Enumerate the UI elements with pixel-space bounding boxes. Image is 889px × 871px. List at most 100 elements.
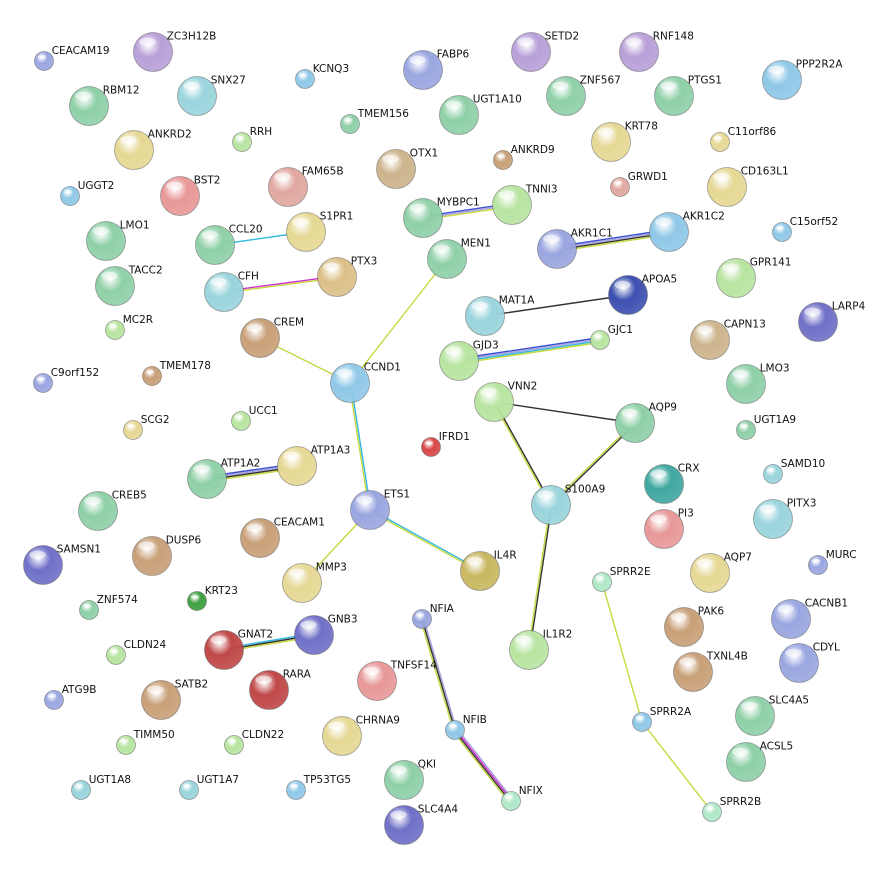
node-atp1a3[interactable]: ATP1A3: [277, 444, 351, 486]
node-sphere[interactable]: [179, 780, 199, 800]
node-ptx3[interactable]: PTX3: [317, 255, 378, 297]
node-sphere[interactable]: [224, 735, 244, 755]
node-sphere[interactable]: [295, 69, 315, 89]
node-sphere[interactable]: [445, 720, 465, 740]
node-sphere[interactable]: [33, 373, 53, 393]
node-aqp9[interactable]: AQP9: [615, 401, 677, 443]
node-sphere[interactable]: [34, 51, 54, 71]
node-creb5[interactable]: CREB5: [78, 489, 147, 531]
node-ppp2r2a[interactable]: PPP2R2A: [762, 58, 844, 100]
node-grwd1[interactable]: GRWD1: [610, 171, 668, 197]
node-slc4a5[interactable]: SLC4A5: [735, 694, 810, 736]
node-ucc1[interactable]: UCC1: [231, 405, 278, 431]
node-mmp3[interactable]: MMP3: [282, 561, 347, 603]
node-sphere[interactable]: [71, 780, 91, 800]
node-murc[interactable]: MURC: [808, 549, 857, 575]
node-otx1[interactable]: OTX1: [376, 147, 439, 189]
node-akr1c1[interactable]: AKR1C1: [537, 227, 613, 269]
node-chrna9[interactable]: CHRNA9: [322, 714, 400, 756]
node-ankrd2[interactable]: ANKRD2: [114, 128, 192, 170]
node-mat1a[interactable]: MAT1A: [465, 294, 536, 336]
node-gnb3[interactable]: GNB3: [294, 613, 358, 655]
node-timm50[interactable]: TIMM50: [116, 729, 175, 755]
node-cacnb1[interactable]: CACNB1: [771, 597, 849, 639]
node-ugt1a9[interactable]: UGT1A9: [736, 414, 797, 440]
node-rrh[interactable]: RRH: [232, 126, 273, 152]
node-sphere[interactable]: [286, 780, 306, 800]
node-sphere[interactable]: [340, 114, 360, 134]
node-men1[interactable]: MEN1: [427, 237, 491, 279]
node-gjd3[interactable]: GJD3: [439, 339, 499, 381]
node-gpr141[interactable]: GPR141: [716, 256, 792, 298]
node-zc3h12b[interactable]: ZC3H12B: [133, 30, 217, 72]
node-larp4[interactable]: LARP4: [798, 300, 866, 342]
node-ugt1a10[interactable]: UGT1A10: [439, 93, 522, 135]
node-cdyl[interactable]: CDYL: [779, 641, 840, 683]
node-cldn24[interactable]: CLDN24: [106, 639, 167, 665]
node-pitx3[interactable]: PITX3: [753, 497, 817, 539]
node-atg9b[interactable]: ATG9B: [44, 684, 97, 710]
node-znf567[interactable]: ZNF567: [546, 74, 621, 116]
node-ccnd1[interactable]: CCND1: [330, 361, 401, 403]
node-vnn2[interactable]: VNN2: [474, 380, 538, 422]
node-mybpc1[interactable]: MYBPC1: [403, 196, 480, 238]
node-akr1c2[interactable]: AKR1C2: [649, 210, 725, 252]
node-slc4a4[interactable]: SLC4A4: [384, 803, 459, 845]
node-sphere[interactable]: [232, 132, 252, 152]
node-krt23[interactable]: KRT23: [187, 585, 238, 611]
node-ceacam19[interactable]: CEACAM19: [34, 45, 110, 71]
node-acsl5[interactable]: ACSL5: [726, 740, 794, 782]
node-samsn1[interactable]: SAMSN1: [23, 543, 102, 585]
node-rara[interactable]: RARA: [249, 668, 312, 710]
node-sphere[interactable]: [44, 690, 64, 710]
node-satb2[interactable]: SATB2: [141, 678, 209, 720]
node-cfh[interactable]: CFH: [204, 270, 259, 312]
node-gnat2[interactable]: GNAT2: [204, 628, 274, 670]
node-sphere[interactable]: [632, 712, 652, 732]
node-ptgs1[interactable]: PTGS1: [654, 74, 722, 116]
node-ets1[interactable]: ETS1: [350, 488, 411, 530]
node-s1pr1[interactable]: S1PR1: [286, 210, 354, 252]
node-ankrd9[interactable]: ANKRD9: [493, 144, 555, 170]
node-nfib[interactable]: NFIB: [445, 714, 487, 740]
node-scg2[interactable]: SCG2: [123, 414, 170, 440]
node-nfix[interactable]: NFIX: [501, 785, 543, 811]
node-sphere[interactable]: [187, 591, 207, 611]
node-sprr2b[interactable]: SPRR2B: [702, 796, 762, 822]
node-snx27[interactable]: SNX27: [177, 74, 246, 116]
node-sphere[interactable]: [412, 609, 432, 629]
node-il1r2[interactable]: IL1R2: [509, 628, 573, 670]
node-sphere[interactable]: [79, 600, 99, 620]
node-sphere[interactable]: [116, 735, 136, 755]
node-uggt2[interactable]: UGGT2: [60, 180, 115, 206]
node-sphere[interactable]: [60, 186, 80, 206]
node-sphere[interactable]: [590, 330, 610, 350]
node-sphere[interactable]: [772, 222, 792, 242]
node-apoa5[interactable]: APOA5: [608, 273, 678, 315]
node-gjc1[interactable]: GJC1: [590, 324, 633, 350]
node-sphere[interactable]: [736, 420, 756, 440]
node-lmo3[interactable]: LMO3: [726, 362, 790, 404]
node-capn13[interactable]: CAPN13: [690, 318, 766, 360]
node-c9orf152[interactable]: C9orf152: [33, 367, 100, 393]
node-sphere[interactable]: [231, 411, 251, 431]
node-nfia[interactable]: NFIA: [412, 603, 455, 629]
node-sphere[interactable]: [105, 320, 125, 340]
node-rnf148[interactable]: RNF148: [619, 30, 694, 72]
node-crx[interactable]: CRX: [644, 462, 700, 504]
node-txnl4b[interactable]: TXNL4B: [673, 650, 748, 692]
node-sphere[interactable]: [106, 645, 126, 665]
node-ceacam1[interactable]: CEACAM1: [240, 516, 325, 558]
node-s100a9[interactable]: S100A9: [531, 483, 606, 525]
node-tacc2[interactable]: TACC2: [95, 264, 163, 306]
node-znf574[interactable]: ZNF574: [79, 594, 139, 620]
node-sphere[interactable]: [808, 555, 828, 575]
node-pak6[interactable]: PAK6: [664, 605, 725, 647]
node-atp1a2[interactable]: ATP1A2: [187, 457, 261, 499]
node-sphere[interactable]: [501, 791, 521, 811]
node-tnfsf14[interactable]: TNFSF14: [357, 659, 438, 701]
node-samd10[interactable]: SAMD10: [763, 458, 826, 484]
node-ifrd1[interactable]: IFRD1: [421, 431, 470, 457]
node-kcnq3[interactable]: KCNQ3: [295, 63, 350, 89]
node-cd163l1[interactable]: CD163L1: [707, 165, 789, 207]
